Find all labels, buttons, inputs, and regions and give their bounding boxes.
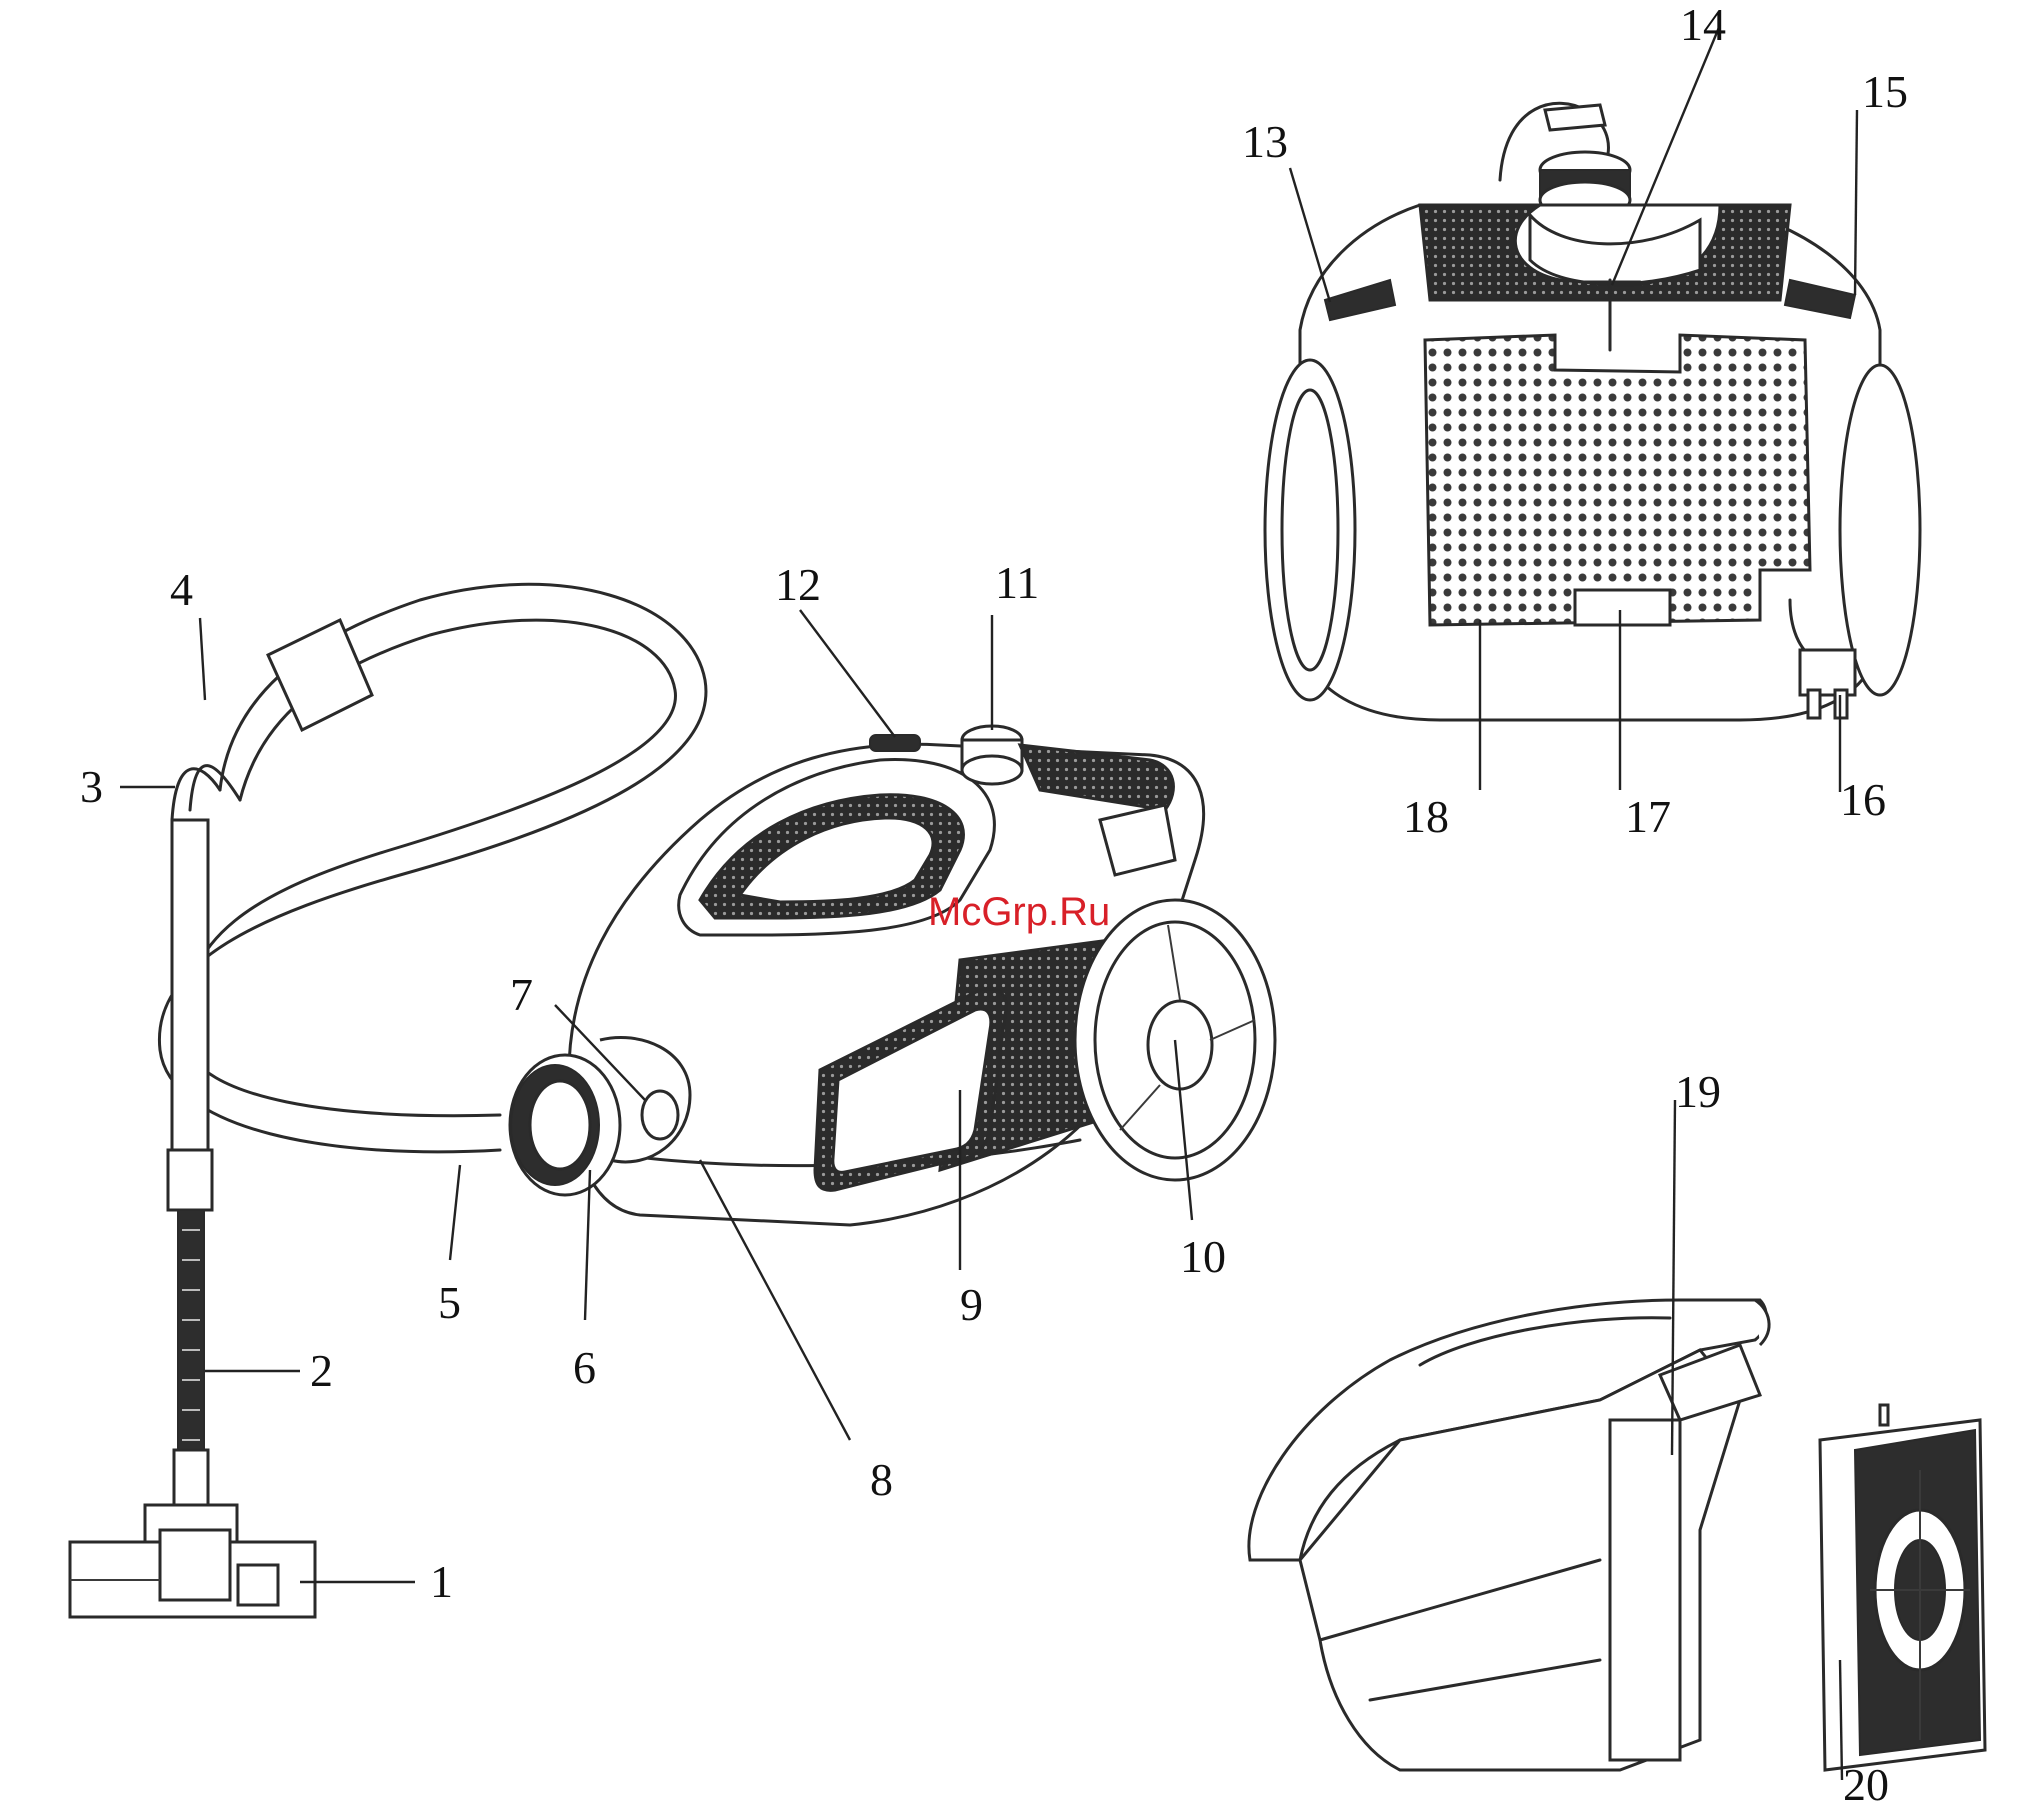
callout-2: 2 xyxy=(310,1345,333,1396)
bin-window xyxy=(1610,1420,1680,1760)
telescopic-tube-lower xyxy=(178,1210,204,1450)
callout-16: 16 xyxy=(1840,774,1886,825)
power-button xyxy=(870,735,920,751)
tube-lock xyxy=(168,1150,212,1210)
callout-7: 7 xyxy=(510,969,533,1020)
exhaust-grille xyxy=(1425,335,1810,625)
callout-20: 20 xyxy=(1843,1759,1889,1810)
callout-4: 4 xyxy=(170,564,193,615)
tube-upper xyxy=(172,820,208,1150)
hepa-filter xyxy=(1820,1405,1985,1770)
callout-9: 9 xyxy=(960,1279,983,1330)
callout-15: 15 xyxy=(1862,66,1908,117)
left-side-wheel xyxy=(1265,360,1355,700)
callout-17: 17 xyxy=(1625,791,1671,842)
callout-6: 6 xyxy=(573,1342,596,1393)
watermark: McGrp.Ru xyxy=(928,890,1110,934)
callout-14: 14 xyxy=(1680,0,1726,50)
callout-13: 13 xyxy=(1242,116,1288,167)
handle-grip xyxy=(190,766,240,810)
inlet-button xyxy=(642,1091,678,1139)
callout-19: 19 xyxy=(1675,1066,1721,1117)
callout-10: 10 xyxy=(1180,1231,1226,1282)
callout-11: 11 xyxy=(995,557,1039,608)
callout-8: 8 xyxy=(870,1454,893,1505)
floor-brush xyxy=(70,1505,315,1617)
callout-5: 5 xyxy=(438,1277,461,1328)
rating-label xyxy=(1575,590,1670,625)
callout-3: 3 xyxy=(80,761,103,812)
callout-1: 1 xyxy=(430,1556,453,1607)
tube-neck xyxy=(174,1450,208,1510)
rear-view-unit xyxy=(1265,103,1920,720)
main-unit xyxy=(510,726,1275,1225)
right-side-wheel xyxy=(1840,365,1920,695)
callout-18: 18 xyxy=(1403,791,1449,842)
dust-container xyxy=(1249,1300,1769,1770)
callout-12: 12 xyxy=(775,559,821,610)
hose-clip xyxy=(268,620,372,730)
